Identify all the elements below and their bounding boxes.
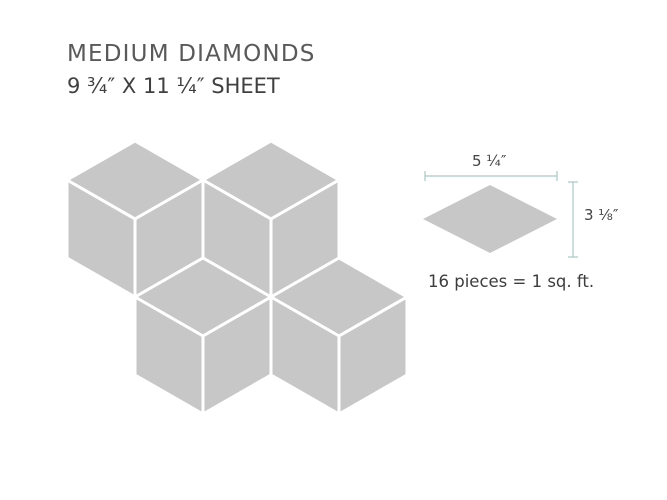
piece-width-label: 5 ¼″ xyxy=(472,152,507,170)
coverage-text: 16 pieces = 1 sq. ft. xyxy=(428,272,595,291)
cube-top-right xyxy=(201,139,341,299)
sheet-size-subtitle: 9 ¾″ X 11 ¼″ SHEET xyxy=(67,74,280,98)
piece-height-label: 3 ⅛″ xyxy=(584,206,619,224)
diamond-tile xyxy=(337,295,409,416)
width-dimension-line xyxy=(424,171,558,181)
height-dimension-line xyxy=(568,181,578,258)
page-title: MEDIUM DIAMONDS xyxy=(67,41,316,67)
cube-bottom-left xyxy=(133,256,273,416)
single-diamond-piece xyxy=(423,185,557,253)
cube-bottom-right xyxy=(269,256,409,416)
